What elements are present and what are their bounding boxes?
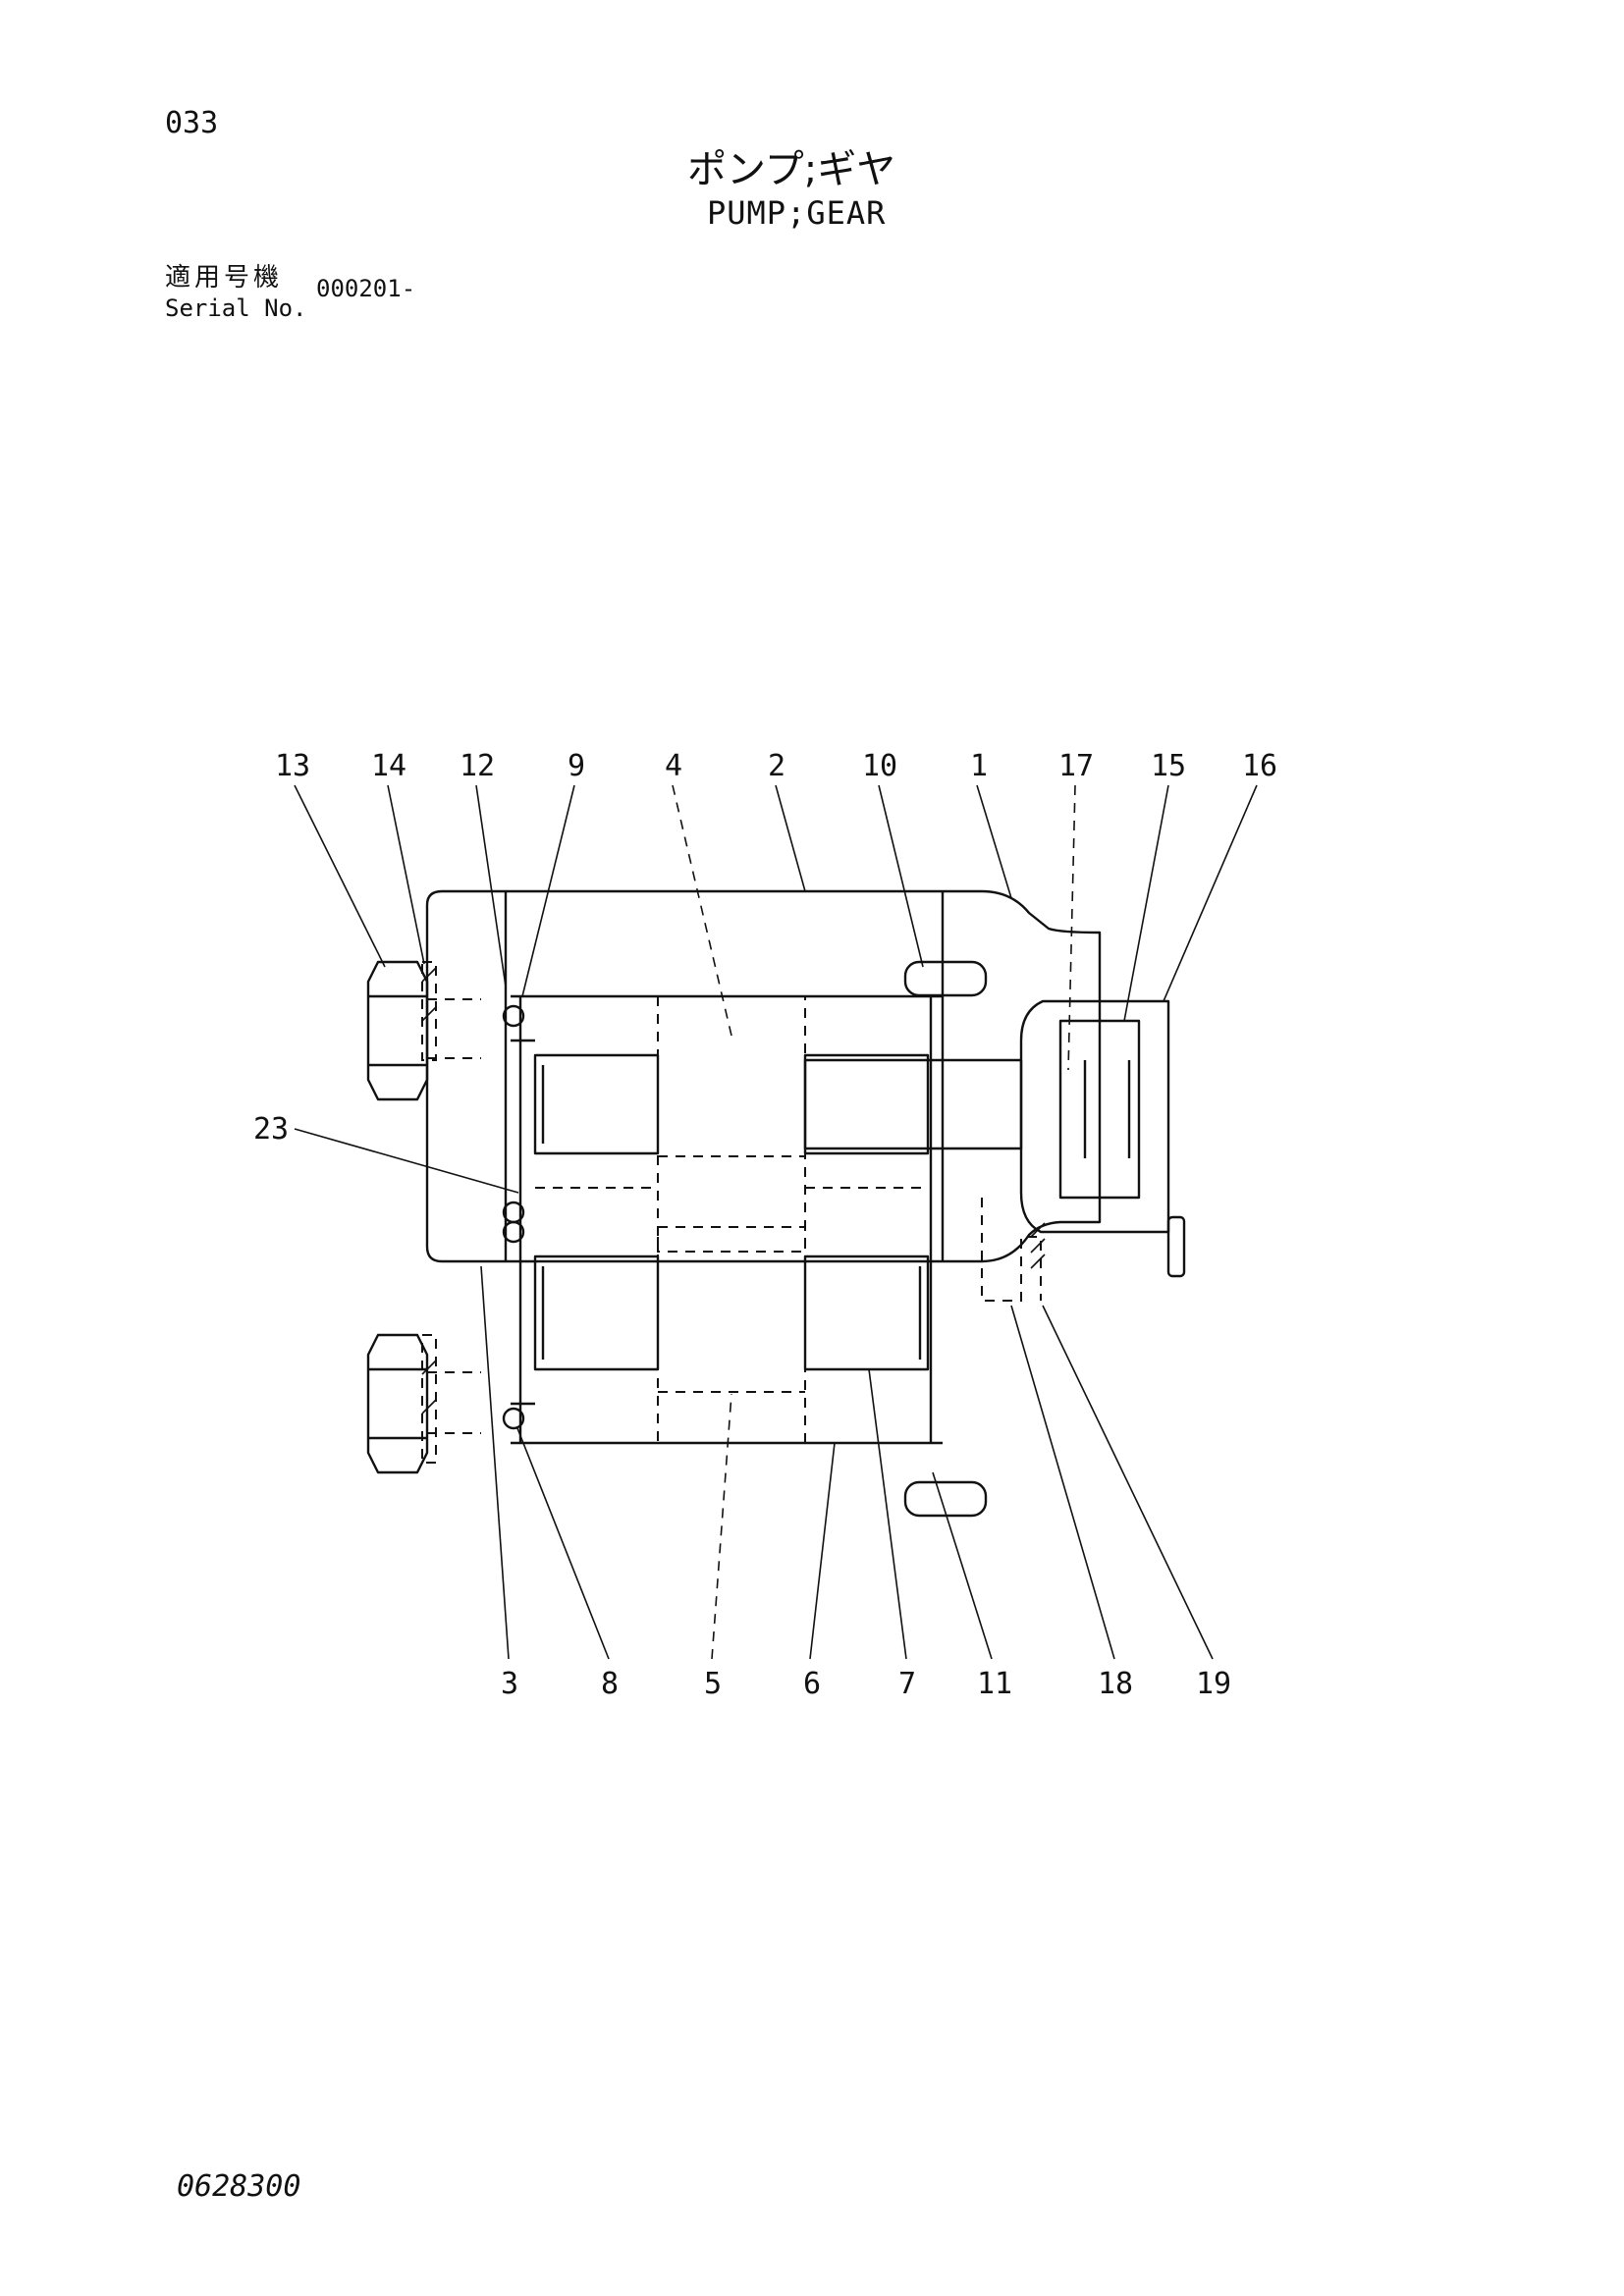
callout-10: 10 xyxy=(862,749,897,783)
lower-washer xyxy=(421,1334,437,1464)
callout-9: 9 xyxy=(568,749,585,783)
leader-5 xyxy=(711,1393,732,1660)
page-title-japanese: ポンプ;ギヤ xyxy=(687,147,896,192)
leader-14 xyxy=(387,784,425,965)
hatch xyxy=(1030,1254,1046,1269)
callout-12: 12 xyxy=(460,749,495,783)
page-title-english: PUMP;GEAR xyxy=(707,194,887,232)
callout-23: 23 xyxy=(253,1112,289,1147)
o-ring xyxy=(502,1407,525,1430)
callout-2: 2 xyxy=(768,749,785,783)
serial-number-value: 000201- xyxy=(316,275,416,302)
leader-7 xyxy=(868,1368,907,1660)
callout-19: 19 xyxy=(1196,1667,1231,1701)
callout-6: 6 xyxy=(803,1667,821,1701)
leader-6 xyxy=(809,1442,836,1660)
leader-16 xyxy=(1163,784,1258,1002)
hatch xyxy=(421,1399,437,1415)
leader-23 xyxy=(294,1128,519,1194)
lower-bolt-head xyxy=(366,1333,429,1474)
lower-dowel-pin xyxy=(903,1480,988,1518)
lower-bushing xyxy=(533,1255,660,1371)
callout-13: 13 xyxy=(275,749,310,783)
callout-17: 17 xyxy=(1058,749,1094,783)
leader-19 xyxy=(1042,1305,1214,1660)
pump-housing-outline xyxy=(425,889,1102,1263)
lower-gear xyxy=(657,1226,806,1444)
hatch xyxy=(1030,1222,1046,1238)
o-ring xyxy=(502,1004,525,1028)
callout-18: 18 xyxy=(1098,1667,1133,1701)
callout-7: 7 xyxy=(898,1667,916,1701)
front-snap-ring xyxy=(1166,1215,1186,1278)
callout-11: 11 xyxy=(977,1667,1012,1701)
front-cover-outline xyxy=(1019,999,1170,1234)
leader-3 xyxy=(480,1265,510,1660)
leader-11 xyxy=(932,1471,993,1660)
upper-washer xyxy=(421,961,437,1061)
leader-12 xyxy=(475,784,507,988)
drive-shaft xyxy=(803,1058,1023,1150)
leader-10 xyxy=(878,784,924,968)
drawing-number: 0628300 xyxy=(177,2169,301,2204)
leader-1 xyxy=(976,784,1012,899)
leader-9 xyxy=(521,784,575,997)
hatch xyxy=(421,1360,437,1375)
leader-15 xyxy=(1123,784,1169,1022)
leader-2 xyxy=(775,784,806,892)
callout-4: 4 xyxy=(665,749,682,783)
callout-8: 8 xyxy=(601,1667,619,1701)
upper-bushing-right xyxy=(803,1053,930,1155)
serial-label-japanese: 適用号機 xyxy=(165,263,284,293)
drain-port xyxy=(981,1198,1042,1302)
leader-17 xyxy=(1067,784,1076,1071)
leader-8 xyxy=(516,1427,610,1660)
hatch xyxy=(1030,1238,1046,1254)
callout-14: 14 xyxy=(371,749,406,783)
upper-bushing xyxy=(533,1053,660,1155)
upper-bolt-head xyxy=(366,960,429,1101)
callout-3: 3 xyxy=(501,1667,518,1701)
shaft-seal xyxy=(1058,1019,1141,1200)
leader-13 xyxy=(294,784,386,968)
callout-16: 16 xyxy=(1242,749,1277,783)
callout-15: 15 xyxy=(1151,749,1186,783)
upper-dowel-pin xyxy=(903,960,988,997)
hatch xyxy=(421,967,437,983)
o-ring xyxy=(502,1220,525,1244)
serial-label-english: Serial No. xyxy=(165,294,307,322)
callout-1: 1 xyxy=(970,749,988,783)
upper-gear xyxy=(657,995,806,1253)
leader-4 xyxy=(672,784,732,1037)
hatch xyxy=(421,1006,437,1022)
leader-18 xyxy=(1010,1305,1115,1660)
page-number: 033 xyxy=(165,106,219,140)
lower-bushing-right xyxy=(803,1255,930,1371)
callout-5: 5 xyxy=(704,1667,722,1701)
